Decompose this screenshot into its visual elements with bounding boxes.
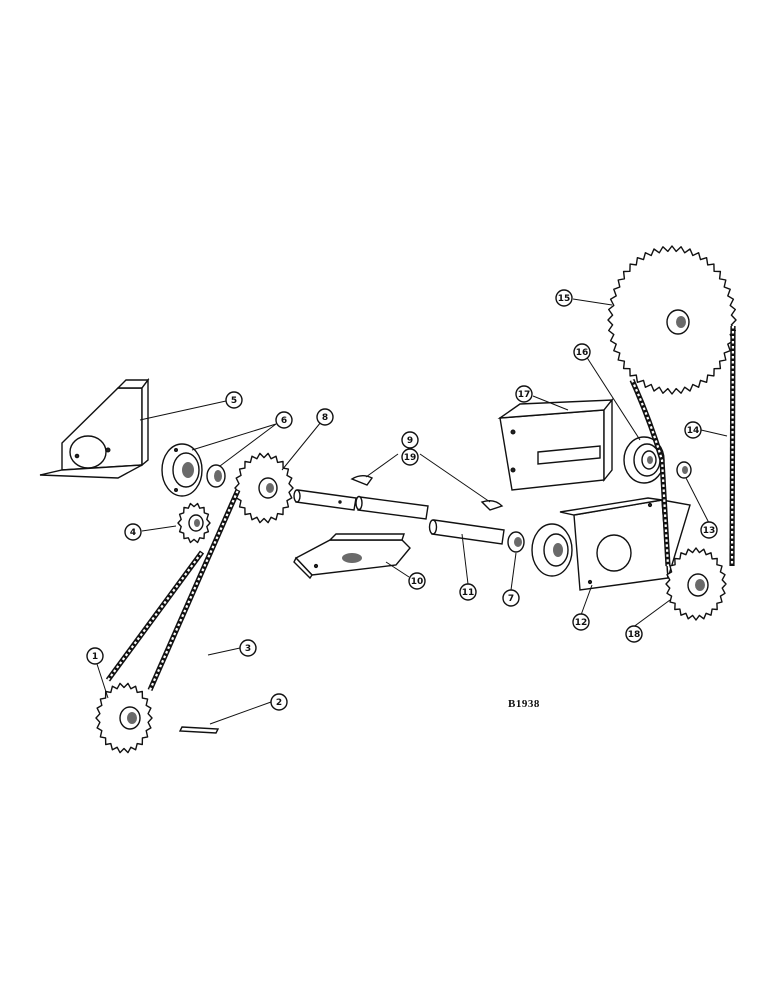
part-11-shaft [293,489,505,545]
svg-text:13: 13 [703,526,716,536]
svg-text:15: 15 [558,294,571,304]
callout-2: 2 [270,693,288,711]
drawing-code: B1938 [508,698,540,710]
svg-text:7: 7 [508,594,514,604]
svg-text:14: 14 [687,426,700,436]
callout-13: 13 [700,521,718,539]
part-4-small-sprocket [177,502,211,544]
part-12-bracket [559,497,691,591]
part-12-flange-bearing [531,523,573,577]
part-14-roller-chain [629,325,736,567]
callout-11: 11 [459,583,477,601]
callout-12: 12 [572,613,590,631]
callout-9: 9 [401,431,419,449]
svg-text:10: 10 [411,577,424,587]
svg-text:12: 12 [575,618,588,628]
callout-7: 7 [502,589,520,607]
svg-text:5: 5 [231,396,237,406]
callout-16: 16 [573,343,591,361]
callout-3: 3 [239,639,257,657]
part-6-flange-bearing [161,443,203,497]
svg-text:1: 1 [92,652,98,662]
svg-text:18: 18 [628,630,641,640]
callouts: 1 2 3 4 5 6 7 8 9 19 10 11 12 13 14 15 1… [86,289,718,711]
part-16-idler-pulley [623,436,665,484]
callout-4: 4 [124,523,142,541]
part-5-bracket [39,377,150,479]
svg-text:4: 4 [130,528,136,538]
callout-15: 15 [555,289,573,307]
part-3-roller-chain [105,488,241,692]
part-18-sprocket [665,547,727,621]
part-1-sprocket [95,682,153,754]
svg-text:6: 6 [281,416,287,426]
callout-17: 17 [515,385,533,403]
part-17-mounting-plate [497,398,614,491]
callout-18: 18 [625,625,643,643]
part-9-19-keys [350,475,504,511]
part-10-tensioner-bracket [293,533,411,580]
leader-lines [96,298,728,725]
part-13-collar [676,461,692,479]
callout-14: 14 [684,421,702,439]
part-2-key [178,726,220,734]
part-15-large-sprocket [607,245,737,395]
svg-text:3: 3 [245,644,251,654]
svg-text:19: 19 [404,453,417,463]
callout-8: 8 [316,408,334,426]
svg-text:8: 8 [322,413,328,423]
svg-text:16: 16 [576,348,589,358]
callout-10: 10 [408,572,426,590]
svg-text:9: 9 [407,436,413,446]
svg-text:2: 2 [276,698,282,708]
part-6-collar [206,464,226,488]
callout-5: 5 [225,391,243,409]
part-8-sprocket [234,452,294,524]
svg-text:11: 11 [462,588,475,598]
part-7-collar [507,531,525,553]
svg-text:17: 17 [518,390,531,400]
callout-6: 6 [275,411,293,429]
callout-1: 1 [86,647,104,665]
callout-19: 19 [401,448,419,466]
